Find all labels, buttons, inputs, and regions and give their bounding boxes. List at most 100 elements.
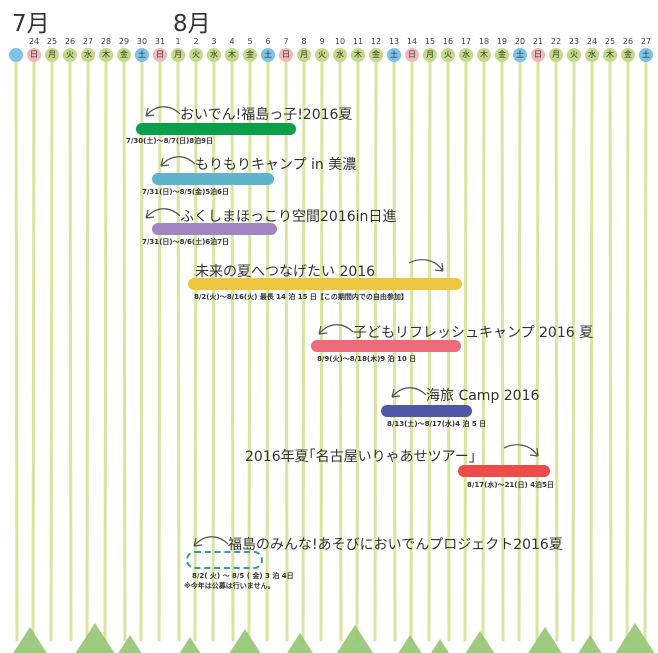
curved-arrow-icon: [193, 536, 229, 547]
weekday-badge: 金: [369, 48, 383, 62]
day-number: 27: [640, 37, 652, 46]
event-dates: 8/2(火)～8/16(火) 最長 14 泊 15 日【この期間内での自由参加】: [194, 293, 408, 301]
day-number: 6: [265, 37, 271, 46]
weekday-badge: 金: [243, 48, 257, 62]
day-number: 31: [154, 37, 166, 46]
day-number: 24: [586, 37, 598, 46]
event-title: 子どもリフレッシュキャンプ 2016 夏: [353, 325, 594, 341]
day-number: 4: [229, 37, 235, 46]
event-title: 2016年夏｢名古屋いりゃあせツアー｣: [245, 449, 476, 465]
event-dates: 8/13(土)～8/17(水)4 泊 5 日: [387, 420, 487, 428]
tree-shape: [336, 625, 374, 653]
weekday-badge: 水: [585, 48, 599, 62]
tree-shape: [75, 623, 115, 653]
weekday-badge: 日: [153, 48, 167, 62]
event-title: 海旅 Camp 2016: [426, 388, 540, 404]
weekday-badge: 火: [63, 48, 77, 62]
event-period-bar: [381, 405, 472, 417]
day-stripe: [14, 60, 19, 642]
day-number: 16: [442, 37, 454, 46]
weekday-badge: 木: [603, 48, 617, 62]
weekday-badge: 月: [297, 48, 311, 62]
curved-arrow-icon: [145, 208, 181, 219]
day-number: 28: [100, 37, 112, 46]
day-stripe: [625, 60, 630, 642]
weekday-badge: 火: [315, 48, 329, 62]
tree-shape: [179, 637, 201, 653]
weekday-badge: 月: [171, 48, 185, 62]
day-number: 2: [193, 37, 199, 46]
curved-arrow-icon: [503, 444, 539, 457]
day-stripe: [554, 60, 559, 642]
event-dates: 8/9(火)～8/18(木)9 泊 10 日: [317, 355, 417, 363]
tree-shape: [615, 623, 655, 653]
weekday-badge: 木: [99, 48, 113, 62]
tree-shape: [229, 629, 261, 653]
day-stripe: [500, 60, 505, 642]
day-stripe: [535, 60, 540, 642]
event-dates: 7/31(日)～8/6(土)6泊7日: [142, 238, 230, 246]
tree-shape: [578, 635, 602, 653]
curved-arrow-icon: [318, 324, 354, 335]
event-period-bar: [136, 123, 296, 135]
month-label-july: 7月: [12, 11, 50, 37]
weekday-badge: 水: [81, 48, 95, 62]
day-stripe: [643, 60, 648, 642]
curved-arrow-icon: [145, 106, 181, 117]
weekday-badge: 木: [477, 48, 491, 62]
event-period-bar: [311, 340, 461, 352]
day-number: 10: [334, 37, 346, 46]
curved-arrow-icon: [391, 387, 427, 398]
event-title: もりもりキャンプ in 美濃: [195, 157, 357, 173]
day-number: 25: [46, 37, 58, 46]
day-stripe: [517, 60, 522, 642]
tree-shape: [287, 633, 313, 653]
weekday-badge: 土: [639, 48, 653, 62]
event-dates: 8/17(水)～21(日) 4泊5日: [467, 481, 554, 489]
weekday-badge: 月: [549, 48, 563, 62]
day-number: 12: [370, 37, 382, 46]
weekday-badge: 木: [225, 48, 239, 62]
day-number: 7: [283, 37, 289, 46]
weekday-badge: 火: [441, 48, 455, 62]
weekday-badge: 水: [207, 48, 221, 62]
day-stripe: [301, 60, 306, 642]
weekday-badge: 火: [567, 48, 581, 62]
tree-shape: [398, 635, 422, 653]
day-number: 15: [424, 37, 436, 46]
tree-shape: [465, 631, 495, 653]
day-number: 21: [532, 37, 544, 46]
weekday-badge: 月: [45, 48, 59, 62]
day-stripe: [103, 60, 108, 642]
weekday-badge: 金: [495, 48, 509, 62]
tree-shape: [528, 627, 562, 653]
event-dates: 8/2( 火) ～ 8/5 ( 金) 3 泊 4日: [192, 572, 294, 580]
event-period-bar: [186, 551, 263, 569]
day-number: 5: [247, 37, 253, 46]
month-label-august: 8月: [173, 11, 211, 37]
weekday-badge: 月: [423, 48, 437, 62]
weekday-badge: 金: [621, 48, 635, 62]
day-number: 13: [388, 37, 400, 46]
tree-shape: [118, 635, 142, 653]
day-stripe: [157, 60, 162, 642]
day-number: 18: [478, 37, 490, 46]
day-number: 26: [622, 37, 634, 46]
event-dates: 7/30(土)～8/7(日)8泊9日: [126, 137, 214, 145]
day-stripe: [230, 60, 235, 642]
weekday-badge: 日: [27, 48, 41, 62]
day-stripe: [247, 60, 252, 642]
day-stripe: [284, 60, 289, 642]
day-stripe: [463, 60, 468, 642]
day-number: 1: [175, 37, 181, 46]
event-title: おいでん!福島っ子!2016夏: [180, 107, 353, 123]
event-period-bar: [152, 173, 274, 185]
day-stripe: [571, 60, 576, 642]
tree-shape: [13, 627, 47, 653]
day-number: 23: [568, 37, 580, 46]
day-number: 22: [550, 37, 562, 46]
weekday-badge: 土: [387, 48, 401, 62]
weekday-badge: 水: [459, 48, 473, 62]
day-number: 9: [319, 37, 325, 46]
